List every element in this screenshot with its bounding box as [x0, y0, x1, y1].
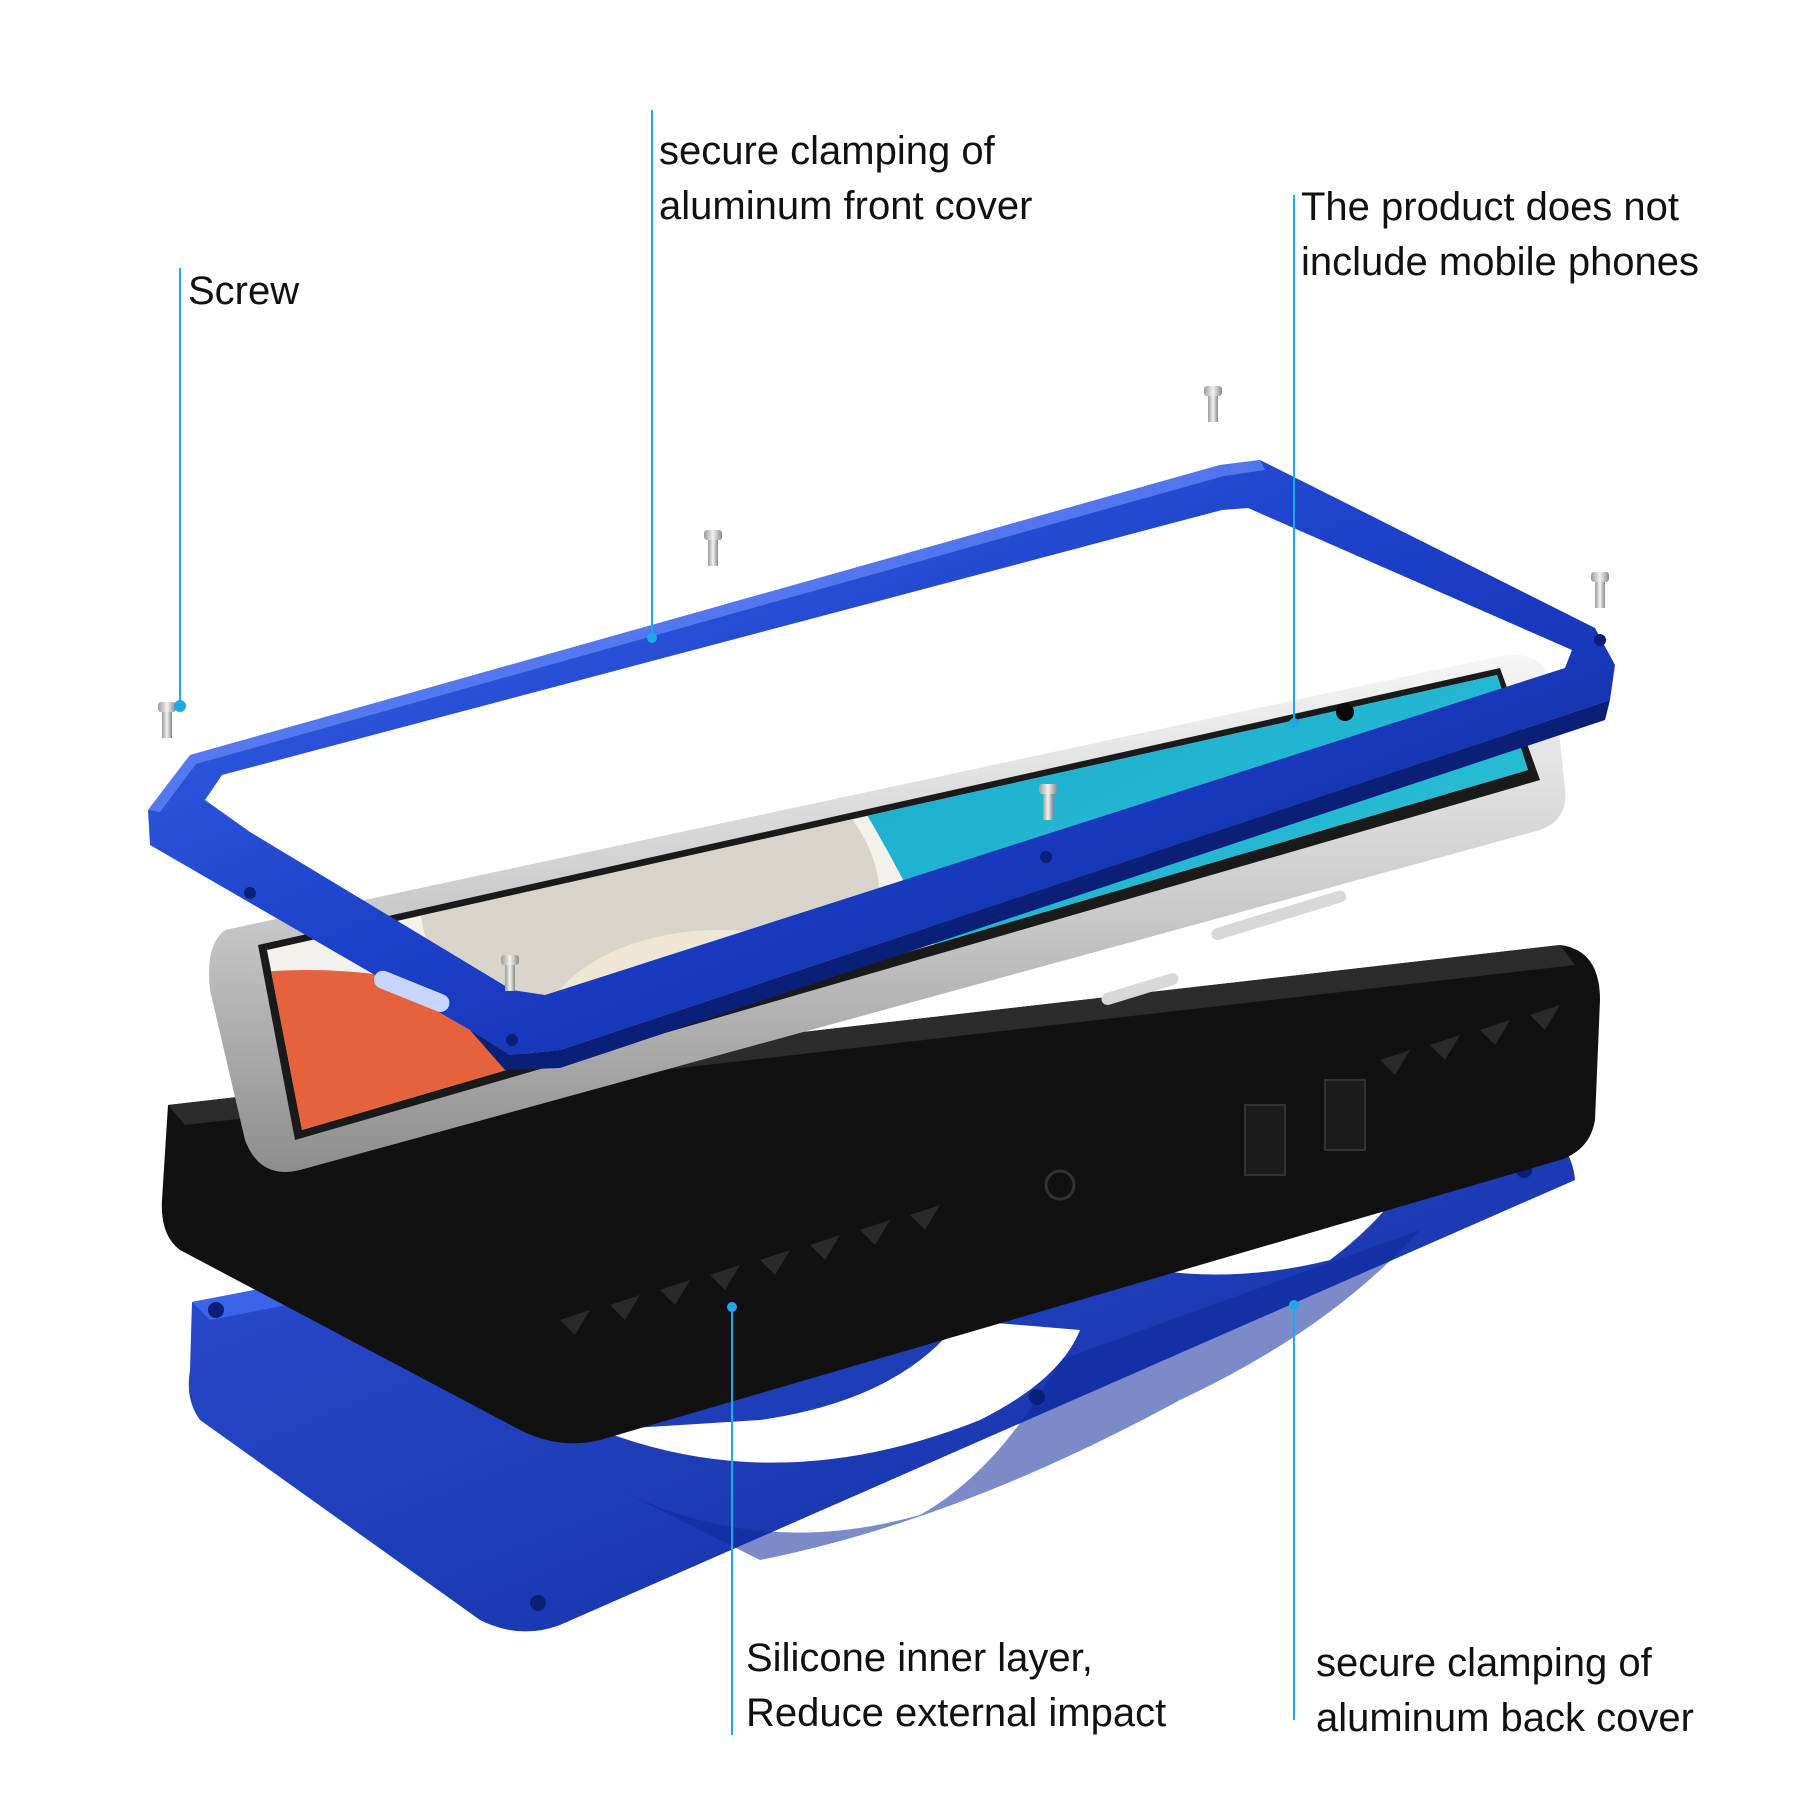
- leader-lines: [179, 110, 1295, 1735]
- callout-no-phone-line-2: include mobile phones: [1301, 240, 1700, 284]
- callout-front-cover-line-1: secure clamping of: [659, 129, 995, 173]
- callout-back-cover-line-1: secure clamping of: [1316, 1641, 1652, 1685]
- screw-icon: [1591, 572, 1609, 608]
- screw-icon: [1204, 386, 1222, 422]
- callout-screw-line-1: Screw: [188, 269, 300, 313]
- callout-screw: Screw: [188, 264, 299, 319]
- screw-icon: [158, 702, 176, 738]
- aluminum-front-cover: [148, 460, 1615, 1070]
- leader-dots: [174, 633, 1299, 1312]
- callout-silicone-line-1: Silicone inner layer,: [746, 1636, 1093, 1680]
- callout-silicone-line-2: Reduce external impact: [746, 1691, 1167, 1735]
- callout-back-cover-line-2: aluminum back cover: [1316, 1696, 1694, 1740]
- callout-no-phone-line-1: The product does not: [1301, 185, 1680, 229]
- screws: [158, 386, 1609, 991]
- screw-icon: [704, 530, 722, 566]
- callout-front-cover: secure clamping of aluminum front cover: [659, 124, 1032, 234]
- callout-no-phone: The product does not include mobile phon…: [1301, 180, 1699, 290]
- callout-silicone: Silicone inner layer, Reduce external im…: [746, 1631, 1166, 1741]
- callout-front-cover-line-2: aluminum front cover: [659, 184, 1033, 228]
- screw-icon: [1039, 784, 1057, 820]
- screw-icon: [501, 955, 519, 991]
- callout-back-cover: secure clamping of aluminum back cover: [1316, 1636, 1694, 1746]
